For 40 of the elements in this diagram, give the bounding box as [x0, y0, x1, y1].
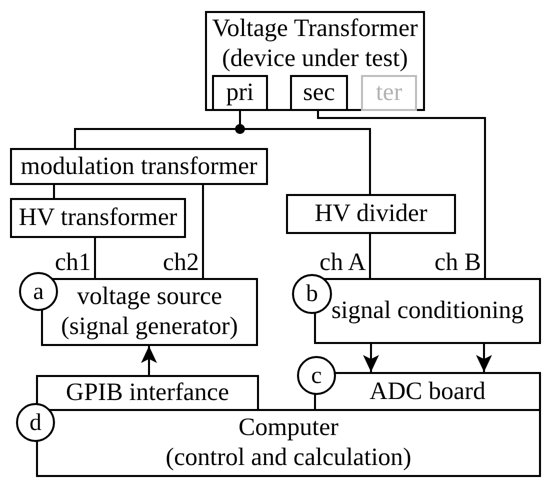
terminal-label: pri — [226, 78, 254, 108]
connector-line — [53, 185, 55, 198]
box-title: voltage source — [76, 282, 222, 312]
device-box — [205, 11, 425, 111]
circle-letter: b — [306, 281, 318, 307]
box-subtitle: (control and calculation) — [166, 443, 412, 473]
box-subtitle: (signal generator) — [60, 312, 238, 342]
process-box — [36, 375, 259, 411]
terminal-box — [290, 75, 348, 111]
connector-line — [202, 185, 204, 278]
connector-line — [369, 234, 371, 278]
terminal-label: sec — [303, 78, 335, 108]
letter-circle — [292, 274, 332, 314]
connector-line — [317, 111, 486, 278]
process-box — [286, 194, 456, 234]
box-label: GPIB interfance — [66, 378, 230, 408]
terminal-box — [212, 75, 268, 111]
process-box — [10, 148, 268, 185]
letter-circle — [297, 356, 336, 395]
box-label: ADC board — [370, 376, 486, 406]
arrow — [476, 344, 492, 372]
circle-letter: a — [33, 278, 44, 304]
circle-letter: d — [30, 410, 42, 436]
box-label: signal conditioning — [331, 296, 524, 326]
box-title: Voltage Transformer — [212, 14, 418, 44]
process-box — [10, 198, 186, 238]
letter-circle — [19, 272, 58, 311]
box-label: modulation transformer — [20, 152, 258, 182]
arrow — [363, 344, 379, 372]
box-label: HV divider — [314, 199, 428, 229]
process-box — [314, 372, 541, 411]
terminal-box — [361, 75, 417, 111]
box-label: HV transformer — [18, 203, 178, 233]
circle-letter: c — [311, 362, 322, 388]
arrow — [141, 346, 157, 375]
box-subtitle: (device under test) — [222, 44, 408, 74]
box-title: Computer — [238, 413, 338, 443]
connector-line — [94, 238, 96, 278]
letter-circle — [16, 403, 55, 442]
terminal-label: ter — [376, 78, 402, 108]
